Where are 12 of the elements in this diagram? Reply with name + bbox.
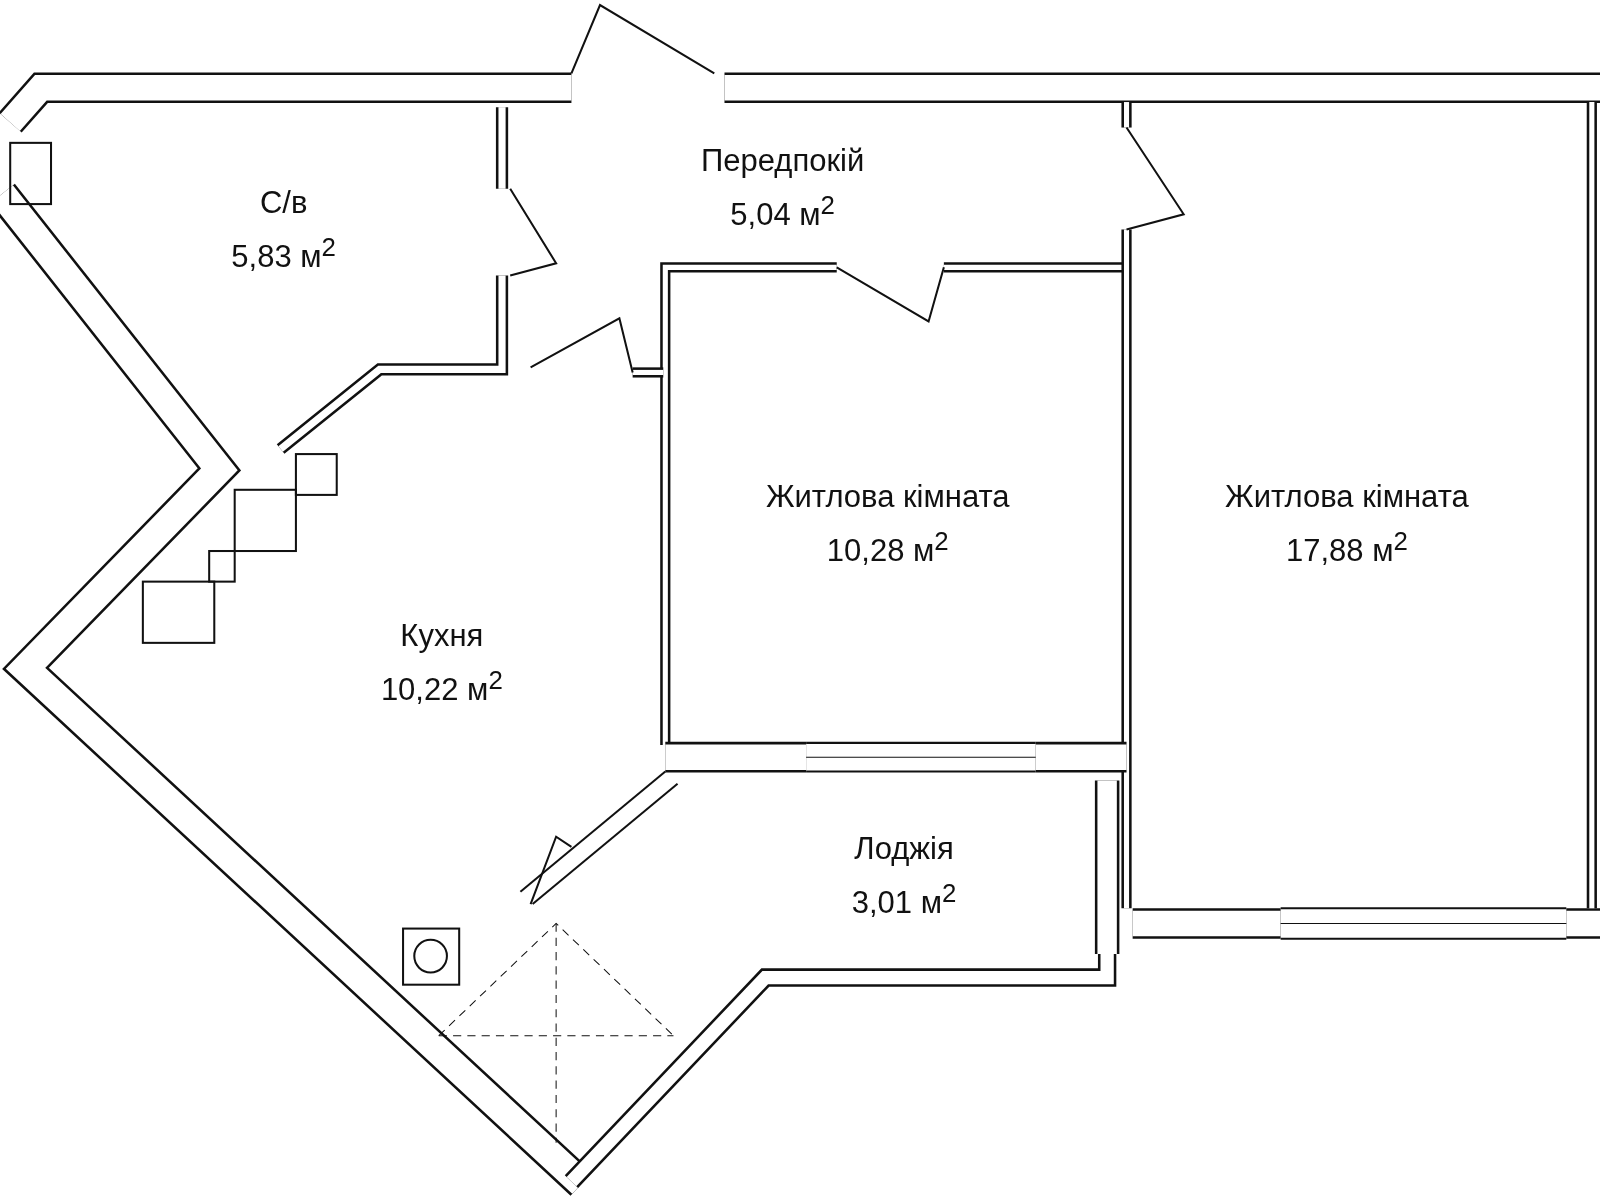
room-name: Житлова кімната (765, 478, 1010, 517)
room-name: Лоджія (853, 829, 955, 868)
room-name: Житлова кімната (1225, 478, 1469, 517)
room-area: 17,88 м$^{2}$ (1225, 519, 1469, 574)
room-area: 5,83 м$^{2}$ (231, 224, 336, 279)
room-area: 3,01 м$^{2}$ (851, 870, 957, 925)
room-name: С/в (258, 183, 309, 222)
room-name: Кухня (399, 617, 485, 656)
room-area: 5,04 м$^{2}$ (701, 182, 865, 237)
room-area: 10,28 м$^{2}$ (765, 519, 1010, 574)
room-area: 10,22 м$^{2}$ (380, 658, 503, 713)
room-name: Передпокій (701, 141, 865, 180)
